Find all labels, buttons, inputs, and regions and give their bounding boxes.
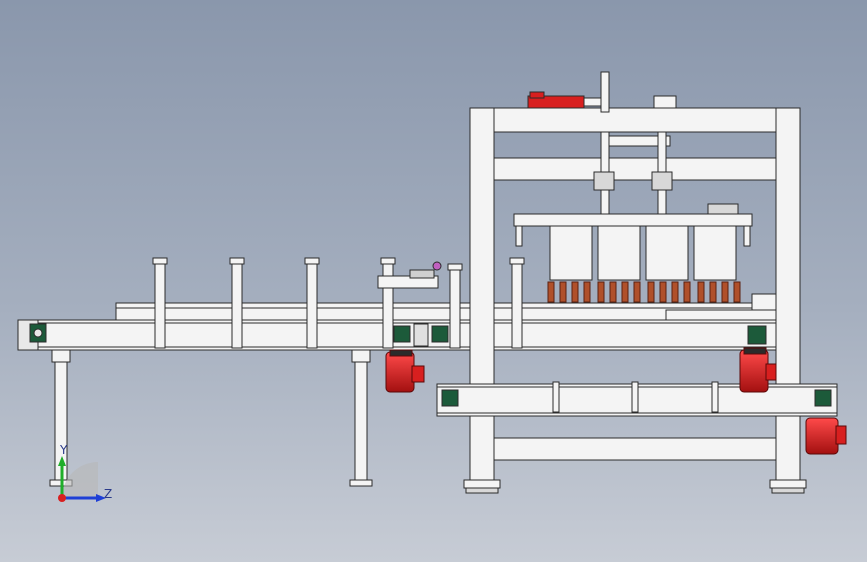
- coordinate-triad: Y Z: [58, 443, 112, 502]
- support-legs: [49, 333, 373, 487]
- lower-conveyor: [436, 381, 838, 417]
- drive-motors: [385, 347, 847, 455]
- guide-posts: [152, 257, 525, 349]
- y-axis-label: Y: [59, 443, 68, 457]
- output-section: [393, 293, 777, 347]
- gantry-frame: [463, 107, 807, 494]
- gripper-head: [513, 131, 753, 303]
- z-axis-label: Z: [104, 487, 112, 501]
